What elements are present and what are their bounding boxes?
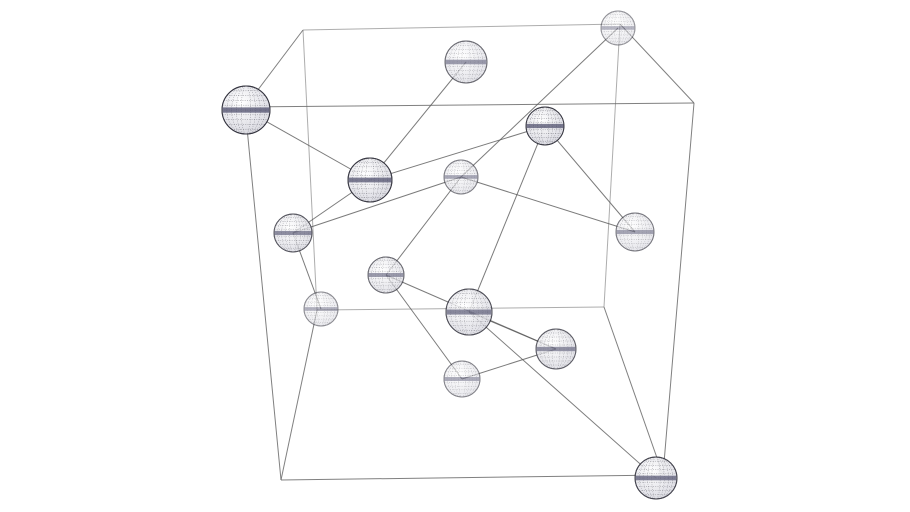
cell-edge-5 <box>302 23 621 31</box>
cell-edge-1 <box>244 102 695 108</box>
atom-a7[interactable] <box>367 256 405 294</box>
cell-edge-12 <box>603 306 664 476</box>
bond-a9-a12 <box>460 176 636 233</box>
bond-layer <box>245 27 657 479</box>
bond-a11-a12 <box>544 125 636 233</box>
atom-a4[interactable] <box>273 213 313 253</box>
bond-a11-a13 <box>468 125 546 313</box>
atom-a2[interactable] <box>444 40 488 84</box>
atom-layer <box>221 10 678 500</box>
cell-edge-8 <box>302 29 318 311</box>
cell-edge-2 <box>662 102 695 476</box>
unit-cell-frame <box>244 23 695 481</box>
bond-a13-a14 <box>468 311 657 479</box>
bond-a9-a10 <box>460 27 619 178</box>
atom-a9[interactable] <box>443 159 479 195</box>
cell-edge-6 <box>603 23 621 308</box>
cell-edge-3 <box>280 474 664 481</box>
atom-a5[interactable] <box>347 157 393 203</box>
bond-a9-a7 <box>385 176 462 276</box>
bond-a4-a9 <box>292 176 462 234</box>
atom-a10[interactable] <box>600 10 636 46</box>
cell-edge-11 <box>280 309 318 481</box>
bond-a5-a2 <box>369 61 467 181</box>
atom-a6[interactable] <box>303 291 339 327</box>
atom-a8[interactable] <box>535 328 577 370</box>
cell-edge-4 <box>244 106 282 481</box>
atom-a1[interactable] <box>221 85 271 135</box>
atom-a11[interactable] <box>525 106 565 146</box>
bond-a5-a11 <box>369 125 546 181</box>
atom-a13[interactable] <box>445 288 493 336</box>
atom-a12[interactable] <box>615 212 655 252</box>
bond-a7-a3 <box>385 274 463 380</box>
atom-a14[interactable] <box>634 456 678 500</box>
atom-a3[interactable] <box>443 360 481 398</box>
